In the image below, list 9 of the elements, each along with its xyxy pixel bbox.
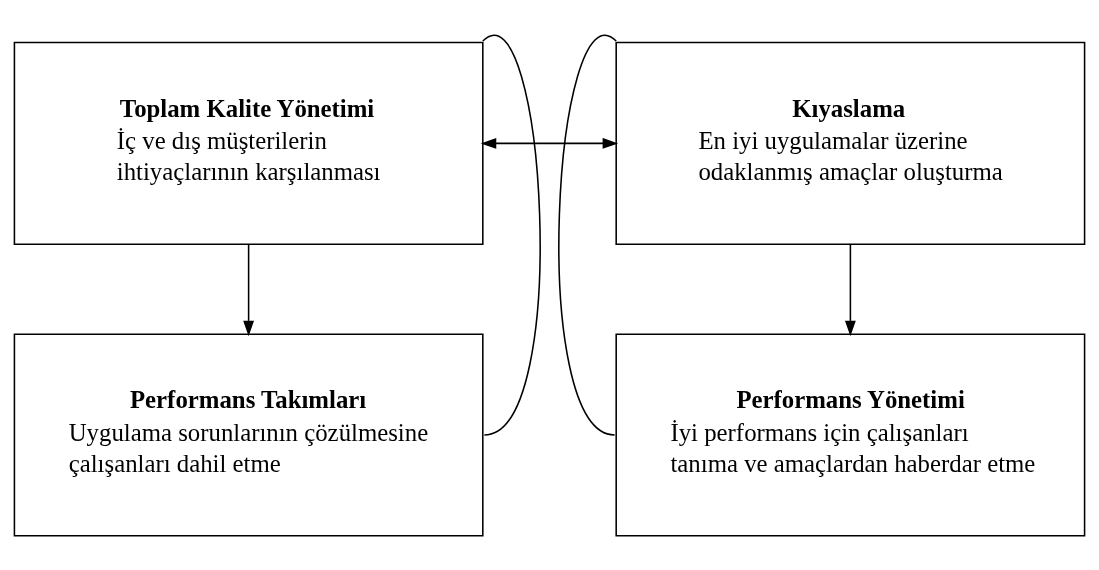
arrow — [844, 242, 856, 336]
node-box: Toplam Kalite Yönetimi İç ve dış müşterilerin ihtiyaçlarının karşılanması — [13, 41, 484, 245]
node-box: Performans Takımları Uygulama sorunlarının çözülmesine çalışanları dahil etme — [13, 332, 484, 537]
connector — [558, 34, 617, 436]
node-box: Kıyaslama En iyi uygulamalar üzerine odaklanmış amaçlar oluşturma — [615, 41, 1086, 245]
node-box: Performans Yönetimi İyi performans için çalışanları tanıma ve amaçlardan haberdar etme — [615, 332, 1086, 537]
arrow — [243, 242, 255, 336]
connector — [482, 34, 541, 436]
arrow — [480, 137, 619, 149]
